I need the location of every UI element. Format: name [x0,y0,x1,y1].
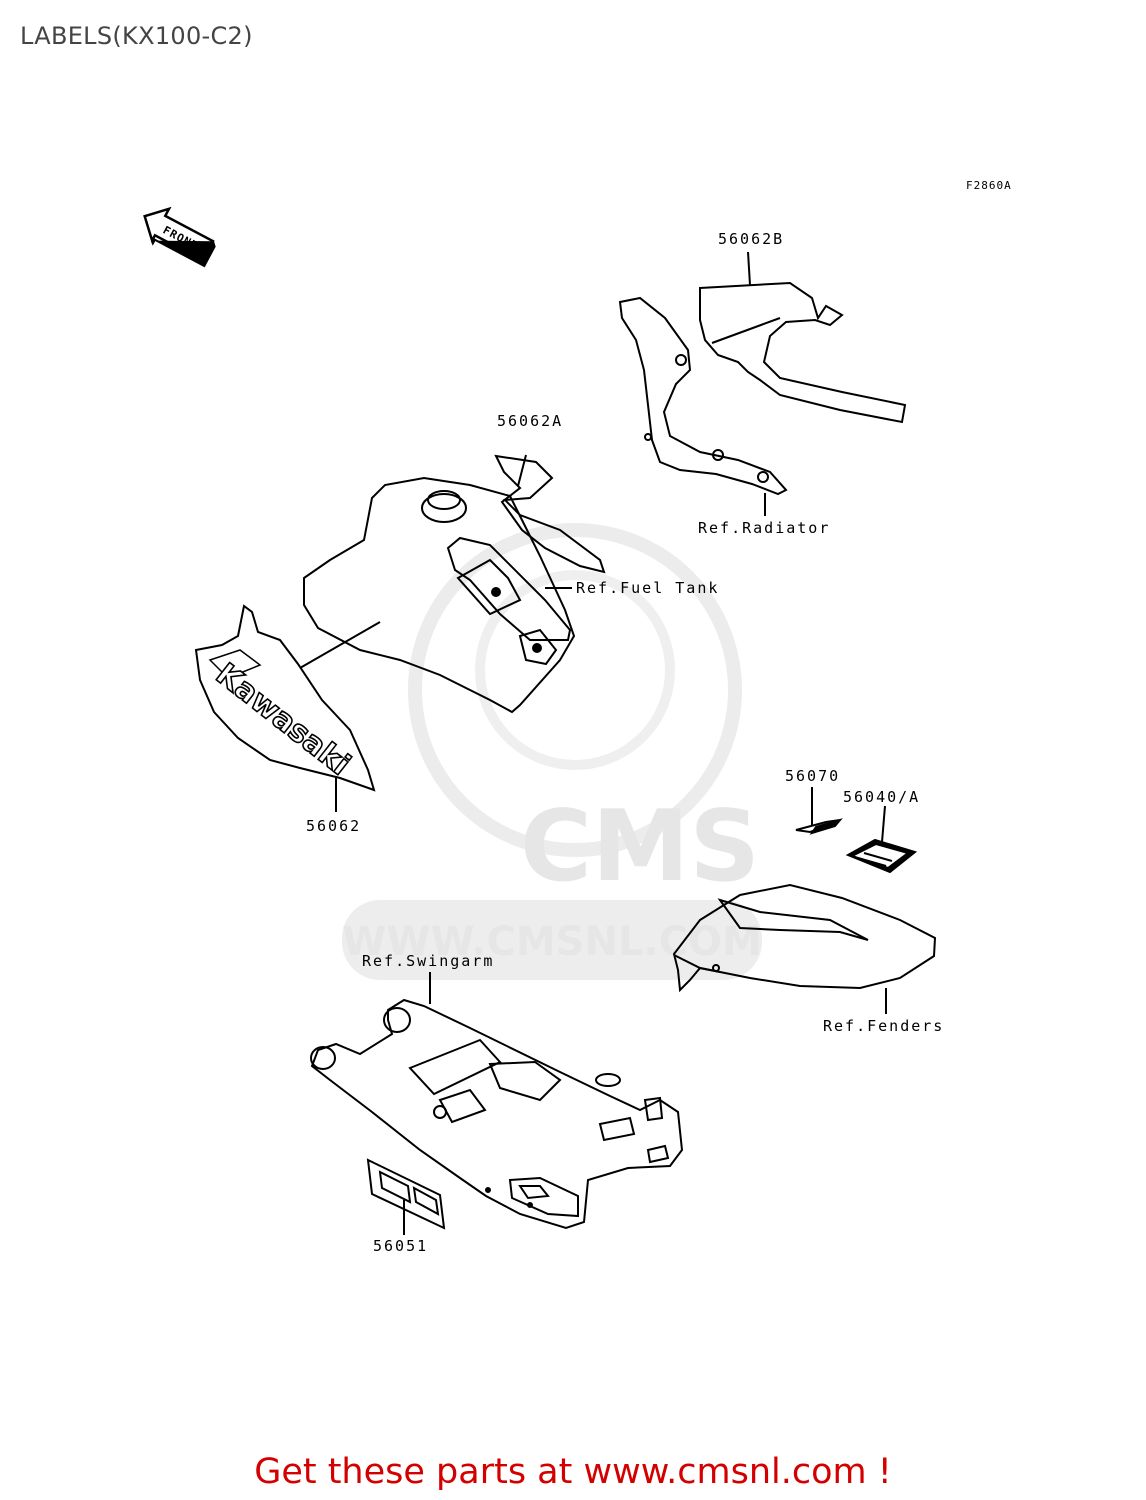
decal-56062: Kawasaki [194,604,381,812]
watermark-banner [342,900,762,980]
watermark: CMS WWW.CMSNL.COM [342,523,762,980]
kawasaki-decal-outline [194,604,376,792]
front-arrow-shadow [151,238,216,268]
swingarm [310,972,684,1230]
decal-56062a [494,454,606,574]
front-arrow: FRONT [143,206,216,268]
decal-56051 [366,1158,446,1235]
page-title: LABELS(KX100-C2) [20,22,253,50]
ref-label-fuel-tank: Ref.Fuel Tank [576,579,719,597]
part-label-56062b: 56062B [718,230,784,248]
rear-fender [672,883,937,1014]
fuel-tank [303,454,606,714]
part-label-56070: 56070 [785,767,840,785]
watermark-logo-inner [475,570,675,770]
ref-label-fenders: Ref.Fenders [823,1017,944,1035]
footer-promo-link[interactable]: Get these parts at www.cmsnl.com ! [254,1452,892,1492]
ref-label-radiator: Ref.Radiator [698,519,830,537]
watermark-logo-text: CMS [520,790,760,904]
fuel-tank-part [303,476,576,714]
swingarm-part [310,998,684,1230]
figure-code: F2860A [966,179,1012,192]
ref-label-swingarm: Ref.Swingarm [362,952,494,970]
watermark-url-text: WWW.CMSNL.COM [342,919,762,965]
radiator-shroud [618,251,907,516]
swingarm-decal-part [366,1158,446,1230]
rear-fender-part [672,883,937,993]
small-labels [795,787,918,874]
part-label-56040a: 56040/A [843,788,920,806]
part-label-56062: 56062 [306,817,361,835]
decal-56062b [699,281,907,424]
part-label-56062a: 56062A [497,412,563,430]
radiator-shroud-part [618,296,788,496]
watermark-logo-circle [408,523,742,857]
part-label-56051: 56051 [373,1237,428,1255]
